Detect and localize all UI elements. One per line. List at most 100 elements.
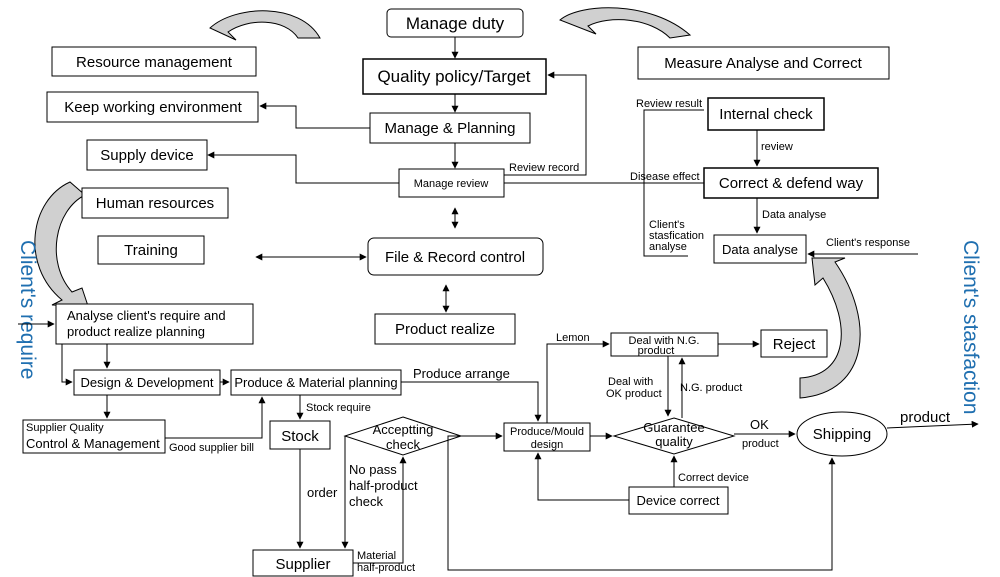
label-ok-2: product xyxy=(742,438,779,450)
curved-arrow-top-right-icon xyxy=(559,7,692,39)
produce-material-label: Produce & Material planning xyxy=(234,375,397,390)
label-ng-product: N.G. product xyxy=(680,382,742,394)
resource-management-box xyxy=(51,46,257,77)
connector xyxy=(259,102,370,129)
keep-working-environment-label: Keep working environment xyxy=(64,99,242,116)
file-record-label: File & Record control xyxy=(385,249,525,266)
data-analyse-label: Data analyse xyxy=(722,242,798,257)
design-development-label: Design & Development xyxy=(81,375,214,390)
side-label-left: Client's require xyxy=(16,240,39,379)
keep-working-environment-box xyxy=(46,91,259,123)
connector xyxy=(643,109,704,257)
accepting-check-label-1: Acceptting xyxy=(373,422,434,437)
label-clients-response: Client's response xyxy=(826,237,910,249)
connector xyxy=(886,420,979,429)
connector xyxy=(447,435,836,571)
connector xyxy=(534,452,629,501)
training-box xyxy=(97,235,205,265)
label-material-2: half-product xyxy=(357,562,415,574)
analyse-client-label-1: Analyse client's require and xyxy=(67,308,226,323)
product-realize-box xyxy=(374,313,516,345)
stock-label: Stock xyxy=(281,428,319,445)
supplier-quality-label-2: Control & Management xyxy=(26,436,160,451)
internal-check-box xyxy=(707,97,825,131)
curved-arrow-top-left-icon xyxy=(209,10,321,41)
measure-analyse-label: Measure Analyse and Correct xyxy=(664,55,862,72)
manage-planning-label: Manage & Planning xyxy=(385,120,516,137)
connector xyxy=(353,456,407,564)
label-client-satisfaction-2: stasfication xyxy=(649,230,704,242)
label-deal-ok-1: Deal with xyxy=(608,376,653,388)
label-disease-effect: Disease effect xyxy=(630,171,700,183)
stock-box xyxy=(269,420,331,450)
training-label: Training xyxy=(124,242,178,259)
supplier-quality-box xyxy=(22,419,166,454)
shipping-label: Shipping xyxy=(813,426,871,443)
curved-arrow-right-icon xyxy=(799,257,861,399)
manage-duty-label: Manage duty xyxy=(406,14,505,33)
label-good-supplier-bill: Good supplier bill xyxy=(169,442,254,454)
label-review-result: Review result xyxy=(636,98,702,110)
label-product: product xyxy=(900,409,951,426)
analyse-client-box xyxy=(55,303,254,345)
label-ok-1: OK xyxy=(750,417,769,432)
reject-box xyxy=(760,329,828,358)
analyse-client-label-2: product realize planning xyxy=(67,324,205,339)
label-no-pass-2: half-product xyxy=(349,478,418,493)
file-record-box xyxy=(367,237,544,276)
side-label-right: Client's stasfaction xyxy=(959,240,982,414)
supplier-label: Supplier xyxy=(275,556,330,573)
human-resources-label: Human resources xyxy=(96,195,214,212)
produce-mould-label-2: design xyxy=(531,439,563,451)
label-review: review xyxy=(761,141,793,153)
quality-policy-box xyxy=(362,58,547,95)
reject-label: Reject xyxy=(773,336,816,353)
manage-review-label: Manage review xyxy=(414,178,489,190)
human-resources-box xyxy=(81,187,229,219)
label-material-1: Material xyxy=(357,550,396,562)
device-correct-label: Device correct xyxy=(636,493,719,508)
label-correct-device: Correct device xyxy=(678,472,749,484)
supply-device-label: Supply device xyxy=(100,147,193,164)
guarantee-quality-label-1: Guarantee xyxy=(643,420,704,435)
supply-device-box xyxy=(86,139,208,171)
label-review-record: Review record xyxy=(509,162,579,174)
label-client-satisfaction-3: analyse xyxy=(649,241,687,253)
label-order: order xyxy=(307,485,338,500)
data-analyse-box xyxy=(713,234,807,264)
supplier-quality-label-1: Supplier Quality xyxy=(26,422,104,434)
device-correct-box xyxy=(628,486,729,515)
manage-planning-box xyxy=(369,112,531,144)
label-no-pass-3: check xyxy=(349,494,383,509)
label-no-pass-1: No pass xyxy=(349,462,397,477)
correct-defend-label: Correct & defend way xyxy=(719,175,864,192)
connector xyxy=(207,151,399,184)
label-data-analyse: Data analyse xyxy=(762,209,826,221)
accepting-check-diamond xyxy=(343,416,463,456)
quality-policy-label: Quality policy/Target xyxy=(377,67,530,86)
connector xyxy=(546,340,610,423)
deal-ng-label-2: product xyxy=(638,345,675,357)
guarantee-quality-label-2: quality xyxy=(655,434,693,449)
accepting-check-label-2: check xyxy=(386,437,420,452)
guarantee-quality-diamond xyxy=(612,417,736,455)
label-stock-require: Stock require xyxy=(306,402,371,414)
connector xyxy=(504,71,587,176)
manage-review-box xyxy=(398,168,505,198)
connector xyxy=(165,396,266,439)
shipping-ellipse xyxy=(796,411,888,457)
internal-check-label: Internal check xyxy=(719,106,813,123)
resource-management-label: Resource management xyxy=(76,54,233,71)
curved-arrow-left-icon xyxy=(34,181,89,307)
label-produce-arrange: Produce arrange xyxy=(413,366,510,381)
label-lemon: Lemon xyxy=(556,332,590,344)
label-client-satisfaction-1: Client's xyxy=(649,219,685,231)
correct-defend-box xyxy=(703,167,879,199)
measure-analyse-box xyxy=(637,46,890,80)
connector xyxy=(61,344,73,386)
label-deal-ok-2: OK product xyxy=(606,388,662,400)
deal-ng-label-1: Deal with N.G. xyxy=(629,335,700,347)
produce-mould-label-1: Produce/Mould xyxy=(510,426,584,438)
connector xyxy=(401,381,542,422)
